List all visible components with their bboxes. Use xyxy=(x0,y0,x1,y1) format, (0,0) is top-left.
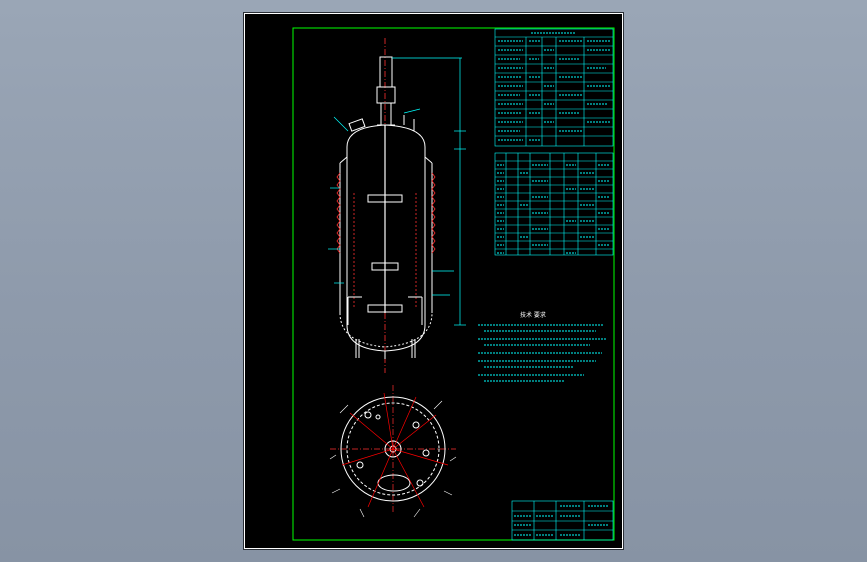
gearbox xyxy=(376,86,396,104)
shell-circle xyxy=(340,396,446,502)
vessel-elevation xyxy=(339,38,433,373)
sheet-border xyxy=(244,13,623,549)
cad-drawing: 技术 要求 xyxy=(244,13,623,549)
impeller-middle xyxy=(371,262,399,271)
vessel-plan-view xyxy=(329,385,457,518)
drawing-sheet: 技术 要求 xyxy=(244,13,623,549)
design-data-table xyxy=(494,28,614,147)
motor-body xyxy=(379,56,393,88)
notes-title: 技术 要求 xyxy=(520,311,546,319)
manhole xyxy=(348,118,366,132)
drawing-frame xyxy=(292,27,615,541)
impeller-upper xyxy=(367,194,403,203)
technical-notes xyxy=(478,324,606,382)
shaft-hub xyxy=(384,440,402,458)
nozzle-table-glyphs xyxy=(497,164,610,254)
reducer-frame xyxy=(380,102,392,126)
dimension-lines xyxy=(328,57,466,326)
impeller-lower xyxy=(367,304,403,313)
jacket-spiral xyxy=(336,172,436,254)
nozzle-table xyxy=(494,152,614,256)
title-block-glyphs xyxy=(514,505,608,536)
bottom-manhole xyxy=(377,474,411,492)
title-block xyxy=(511,500,614,541)
design-data-glyphs xyxy=(498,32,610,141)
